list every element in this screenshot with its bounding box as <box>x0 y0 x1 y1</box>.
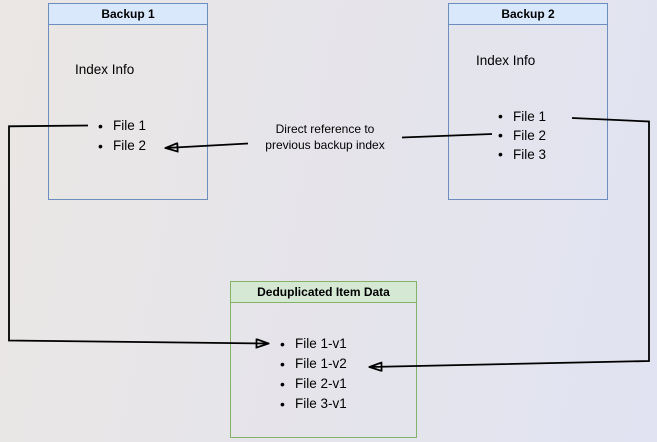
backup2-file-list: File 1 File 2 File 3 <box>448 107 608 164</box>
backup2-file-item: File 1 <box>448 107 608 126</box>
backup1-title: Backup 1 <box>49 4 207 25</box>
backup1-node: Backup 1 <box>48 3 208 200</box>
backup1-file-item: File 2 <box>48 136 208 156</box>
direct-reference-label-line2: previous backup index <box>265 137 385 152</box>
backup2-index-info-label: Index Info <box>476 53 536 68</box>
backup1-file-list: File 1 File 2 <box>48 116 208 156</box>
dedup-item: File 3-v1 <box>230 394 417 414</box>
dedup-title: Deduplicated Item Data <box>231 282 416 303</box>
direct-reference-label: Direct reference to previous backup inde… <box>242 122 408 153</box>
backup2-file-item: File 2 <box>448 126 608 145</box>
direct-reference-label-line1: Direct reference to <box>275 122 375 136</box>
backup1-index-info-label: Index Info <box>75 62 135 77</box>
dedup-item: File 1-v1 <box>230 334 417 354</box>
backup2-node: Backup 2 <box>448 3 608 200</box>
backup2-file-item: File 3 <box>448 145 608 164</box>
dedup-item-list: File 1-v1 File 1-v2 File 2-v1 File 3-v1 <box>230 334 417 414</box>
dedup-item: File 2-v1 <box>230 374 417 394</box>
backup2-title: Backup 2 <box>449 4 607 25</box>
dedup-item: File 1-v2 <box>230 354 417 374</box>
backup1-file-item: File 1 <box>48 116 208 136</box>
